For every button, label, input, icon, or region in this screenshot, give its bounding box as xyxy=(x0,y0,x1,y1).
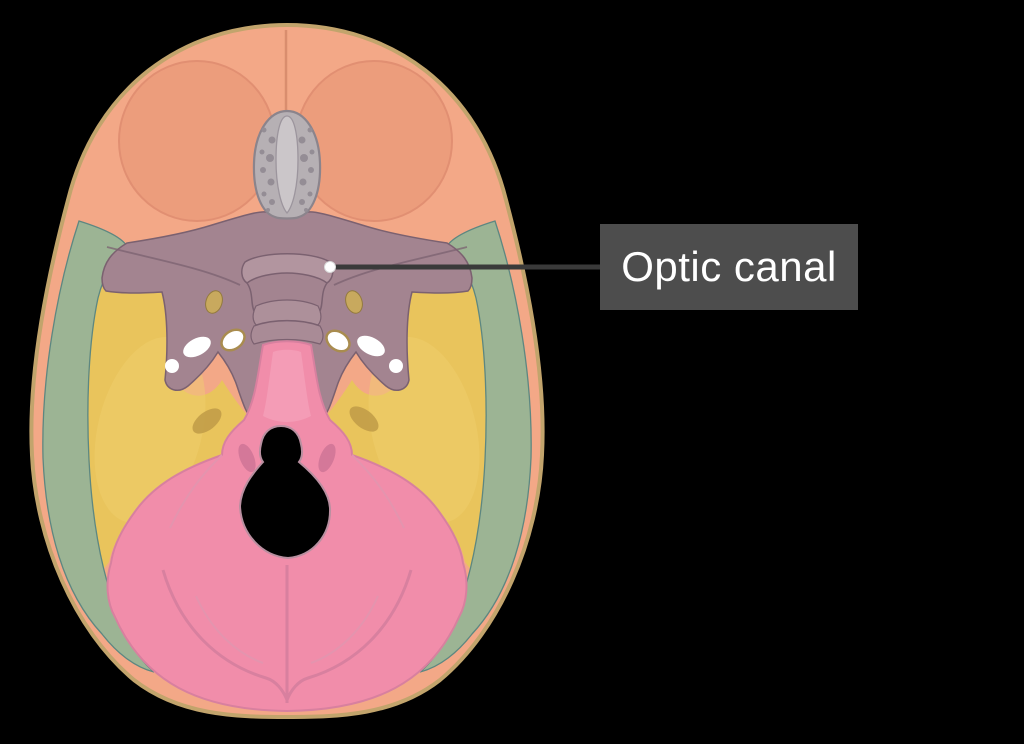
carotid-groove-right xyxy=(349,406,379,432)
annotation-label-box: Optic canal xyxy=(600,224,858,310)
sphenoid-foramina xyxy=(165,328,403,373)
frontal-bone-region xyxy=(118,30,453,222)
crista-galli xyxy=(275,115,299,214)
superior-orbital-fissure-right xyxy=(357,335,385,357)
superior-orbital-fissure-left xyxy=(183,336,211,358)
jugular-groove-left xyxy=(238,443,256,473)
foramen-ovale-right xyxy=(325,329,351,353)
annotation-target-dot xyxy=(324,261,336,273)
sella-turcica xyxy=(241,253,334,345)
foramen-spinosum-right xyxy=(389,359,403,373)
frontal-fossa-right xyxy=(295,60,453,222)
carotid-groove-left xyxy=(192,408,222,434)
foramen-rotundum-left xyxy=(205,290,223,314)
ethmoid-cribriform-plate xyxy=(252,109,322,220)
foramen-rotundum-right xyxy=(345,290,363,314)
annotation-label-text: Optic canal xyxy=(621,243,837,290)
lesser-wing-ridge-left xyxy=(106,246,241,286)
jugular-groove-right xyxy=(318,443,336,473)
occipital-region xyxy=(106,340,468,713)
annotation-leader xyxy=(324,261,600,273)
foramen-spinosum-left xyxy=(165,359,179,373)
occipital-ridge-lines xyxy=(161,454,413,703)
foramen-ovale-left xyxy=(220,328,246,352)
foramen-magnum xyxy=(238,424,332,560)
cribriform-foramina-dots xyxy=(259,127,315,212)
clivus-highlight xyxy=(263,349,311,422)
frontal-fossa-left xyxy=(118,60,276,222)
